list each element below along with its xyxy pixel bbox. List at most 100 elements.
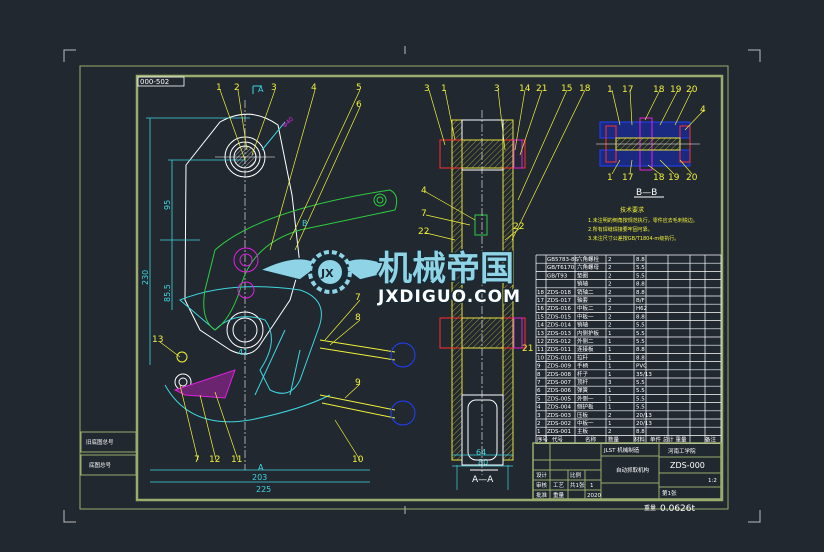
- balloon: 3: [494, 84, 500, 94]
- table-cell: 杆子: [577, 370, 589, 378]
- school-name: JLST 机械制造: [603, 446, 640, 454]
- main-view: [146, 85, 416, 483]
- balloon: 22: [513, 222, 524, 232]
- table-cell: 1: [537, 429, 541, 435]
- table-cell: GB/T93: [547, 273, 568, 279]
- title-block: [532, 442, 722, 500]
- label-weight: 重量: [553, 491, 565, 499]
- balloon: 19: [670, 85, 682, 95]
- table-cell: ZDS-016: [547, 306, 571, 312]
- table-cell: 中板一: [577, 312, 594, 320]
- table-cell: 8.8: [636, 290, 645, 296]
- sheet-corner-marks: [63, 46, 761, 523]
- table-cell: 2: [608, 282, 612, 288]
- balloon: 1: [441, 84, 447, 94]
- table-cell: ZDS-007: [547, 380, 571, 386]
- watermark-badge: JX: [320, 267, 334, 280]
- table-cell: 4: [537, 405, 541, 411]
- outer-frame: [79, 65, 729, 510]
- main-view-balloons: 1 2 3 4 5 6 13 7 12 11 10 9 8 7: [152, 83, 364, 465]
- table-header-cell: 材料: [634, 436, 646, 444]
- balloon: 1: [607, 85, 613, 95]
- table-cell: 1: [608, 388, 612, 394]
- tech-note-line: 3.未注尺寸公差按GB/T1804-m级执行。: [588, 235, 679, 242]
- table-cell: 1: [608, 396, 612, 402]
- table-cell: ZDS-002: [547, 421, 571, 427]
- table-cell: ZDS-001: [547, 429, 571, 435]
- balloon: 13: [152, 335, 163, 345]
- balloon: 21: [536, 84, 547, 94]
- table-cell: 15: [537, 314, 544, 320]
- table-cell: 8.8: [636, 282, 645, 288]
- weight-label: 重量: [644, 504, 656, 512]
- dimension: 64: [476, 448, 486, 457]
- table-header-cell: 单件 总计 重量: [650, 436, 687, 444]
- tech-notes-title: 技术要求: [620, 206, 644, 214]
- technical-notes: 技术要求 1.未注明的倒角按规范执行，零件应去毛刺锐边。 2.所有焊缝焊接要牢固…: [588, 206, 698, 242]
- table-cell: 六角螺栓: [577, 255, 600, 263]
- table-cell: 10: [537, 355, 544, 361]
- dimension: 85.5: [163, 284, 172, 302]
- table-cell: 8.8: [636, 257, 645, 263]
- table-cell: 2: [608, 429, 612, 435]
- balloon: 6: [356, 100, 362, 110]
- table-cell: 5.5: [636, 265, 645, 271]
- table-cell: 5: [537, 396, 541, 402]
- inner-frame: [135, 74, 724, 502]
- table-cell: 1: [608, 331, 612, 337]
- balloon: 2: [234, 83, 240, 93]
- table-cell: 中板一: [577, 419, 594, 427]
- label-approve: 批准: [536, 491, 548, 499]
- left-box-1: 旧底图总号: [86, 438, 114, 446]
- balloon: 18: [653, 85, 665, 95]
- balloon: 4: [421, 186, 427, 196]
- table-cell: 2: [608, 257, 612, 263]
- balloon: 3: [271, 83, 277, 93]
- table-cell: ZDS-005: [547, 396, 571, 402]
- table-cell: 1: [608, 364, 612, 370]
- watermark-logo: JX 机械帝国 JXDIGUO.COM: [257, 248, 522, 309]
- section-aa-label: A—A: [472, 475, 494, 485]
- label-sheet-no: 第1张: [662, 489, 677, 497]
- table-cell: 2: [608, 298, 612, 304]
- table-cell: 1: [608, 347, 612, 353]
- tech-note-line: 1.未注明的倒角按规范执行，零件应去毛刺锐边。: [588, 217, 698, 224]
- balloon: 17: [622, 85, 633, 95]
- table-cell: ZDS-015: [547, 314, 571, 320]
- table-cell: 35/13: [636, 372, 652, 378]
- table-cell: 2: [608, 306, 612, 312]
- drawing-name: 自动抓取机构: [616, 466, 650, 474]
- table-cell: 1: [608, 355, 612, 361]
- balloon: 18: [653, 173, 665, 183]
- table-cell: ZDS-006: [547, 388, 571, 394]
- table-cell: 3: [537, 413, 541, 419]
- section-bb-balloons: 1 17 18 19 20 4 1 17 18 19 20: [607, 85, 706, 183]
- table-cell: 11: [537, 347, 544, 353]
- table-header-cell: 数量: [608, 436, 620, 444]
- table-cell: ZDS-017: [547, 298, 571, 304]
- section-aa-view: [425, 89, 586, 490]
- table-cell: ZDS-011: [547, 347, 571, 353]
- table-cell: 8.8: [636, 314, 645, 320]
- table-cell: 顶杆: [577, 378, 589, 386]
- table-cell: 1: [608, 339, 612, 345]
- watermark-en: JXDIGUO.COM: [377, 287, 521, 307]
- table-cell: 5.5: [636, 273, 645, 279]
- label-scale: 比例: [570, 471, 582, 479]
- dimension: 203: [252, 473, 267, 482]
- table-cell: 13: [537, 331, 544, 337]
- dimension: 95: [163, 200, 172, 210]
- table-cell: 2: [608, 323, 612, 329]
- balloon: 7: [194, 455, 200, 465]
- balloon: 10: [352, 455, 364, 465]
- balloon: 19: [668, 173, 680, 183]
- dimension: 41: [238, 348, 248, 357]
- table-cell: ZDS-009: [547, 364, 571, 370]
- section-marker-b: B: [302, 219, 308, 228]
- table-cell: 销轴二: [577, 288, 594, 296]
- scale-value: 1:2: [708, 478, 717, 484]
- table-cell: 连接板: [577, 345, 594, 353]
- table-cell: GB/T6170: [547, 265, 575, 271]
- table-cell: 8.8: [636, 347, 645, 353]
